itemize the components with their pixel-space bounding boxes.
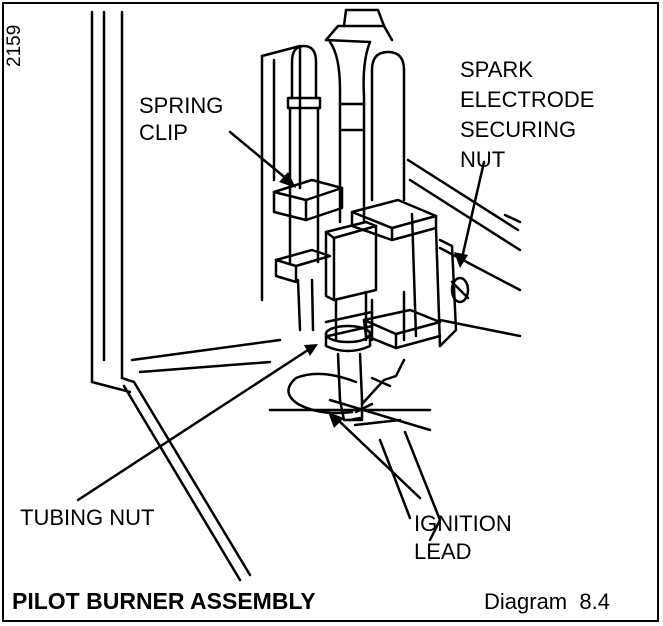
figure-title: PILOT BURNER ASSEMBLY bbox=[12, 588, 316, 614]
label-tubing-nut: TUBING NUT bbox=[20, 505, 155, 530]
ignition-lead bbox=[287, 358, 406, 415]
casing-floor bbox=[122, 338, 442, 582]
reference-number: 2159 bbox=[4, 24, 25, 67]
label-spark-line2: ELECTRODE bbox=[460, 87, 595, 112]
pilot-hood bbox=[324, 8, 394, 224]
spark-electrode bbox=[370, 50, 406, 342]
left-electrode bbox=[286, 44, 322, 332]
spring-clip bbox=[272, 178, 344, 284]
label-ignition-line1: IGNITION bbox=[414, 511, 512, 536]
electrode-bracket bbox=[350, 198, 458, 350]
securing-nut bbox=[450, 276, 470, 304]
casing-left-wall bbox=[90, 10, 136, 394]
label-spring-clip-line2: CLIP bbox=[139, 120, 188, 145]
label-spark-line4: NUT bbox=[460, 147, 506, 172]
label-spark-line1: SPARK bbox=[460, 57, 533, 82]
label-spring-clip-line1: SPRING bbox=[139, 93, 224, 118]
label-spark-line3: SECURING bbox=[460, 117, 577, 142]
label-ignition-line2: LEAD bbox=[414, 539, 472, 564]
diagram-number: Diagram 8.4 bbox=[484, 589, 610, 614]
leader-lines bbox=[76, 130, 486, 502]
arrowheads bbox=[279, 172, 468, 428]
